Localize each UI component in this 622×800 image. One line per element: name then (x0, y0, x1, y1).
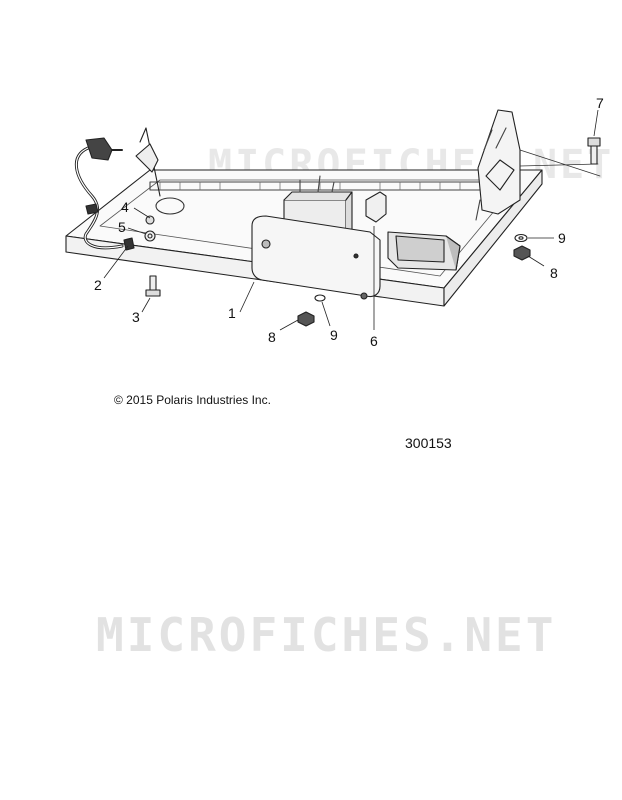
washer-9-right-part (514, 233, 528, 243)
washer-9-center-part (314, 294, 326, 302)
leader-8a (279, 319, 299, 331)
callout-9-right: 9 (558, 230, 566, 246)
callout-4: 4 (121, 199, 129, 215)
leader-8b (527, 255, 545, 267)
leader-4 (133, 207, 151, 219)
callout-1: 1 (228, 305, 236, 321)
leader-5 (127, 227, 147, 235)
leader-1 (239, 281, 255, 313)
callout-2: 2 (94, 277, 102, 293)
callout-8-center: 8 (268, 329, 276, 345)
nut-8-right-part (513, 245, 531, 261)
callout-3: 3 (132, 309, 140, 325)
leader-7 (593, 109, 599, 137)
callout-7: 7 (596, 95, 604, 111)
watermark-bottom: MICROFICHES.NET (96, 608, 557, 662)
mounting-plate (251, 215, 381, 298)
callout-8-right: 8 (550, 265, 558, 281)
drawing-id: 300153 (405, 435, 452, 451)
leader-3 (141, 297, 151, 313)
callout-9-center: 9 (330, 327, 338, 343)
bolt-3-part (145, 275, 161, 297)
copyright-text: © 2015 Polaris Industries Inc. (114, 393, 271, 407)
callout-5: 5 (118, 219, 126, 235)
leader-9a (321, 301, 331, 327)
bolt-7-part (587, 137, 601, 165)
callout-6: 6 (370, 333, 378, 349)
leader-2 (103, 245, 129, 279)
right-bracket (477, 109, 521, 215)
nut-8-center-part (297, 311, 315, 327)
tray-side-face (443, 169, 543, 307)
